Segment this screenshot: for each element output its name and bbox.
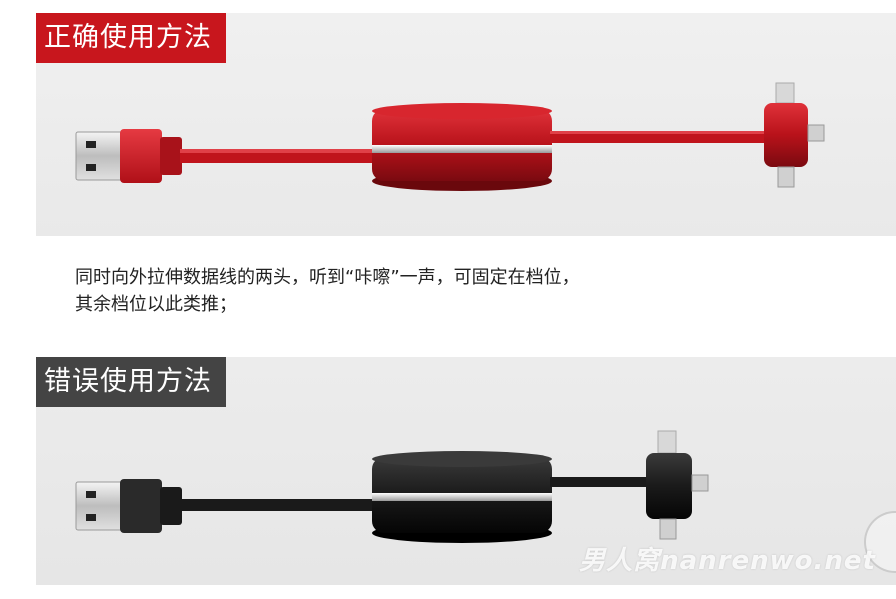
usb-a-plug [75,129,182,183]
wrong-usage-title: 错误使用方法 [36,357,226,407]
red-retractable-cable-image [75,82,825,191]
instruction-text: 同时向外拉伸数据线的两头，听到“咔嚓”一声，可固定在档位， 其余档位以此类推； [75,264,835,318]
usb-a-plug-black [75,479,182,533]
cable-reel-black [372,451,552,543]
instruction-line-2: 其余档位以此类推； [75,294,237,315]
black-retractable-cable-image [75,430,709,543]
correct-usage-title: 正确使用方法 [36,13,226,63]
correct-usage-panel: 正确使用方法 [36,13,896,236]
multi-connector-head-black [646,430,709,540]
multi-connector-head [764,82,825,188]
watermark: 男人窝nanrenwo.net [579,546,876,576]
wrong-usage-panel: 错误使用方法 [36,357,896,585]
instruction-line-1: 同时向外拉伸数据线的两头，听到“咔嚓”一声，可固定在档位， [75,267,580,288]
cable-reel [372,103,552,191]
